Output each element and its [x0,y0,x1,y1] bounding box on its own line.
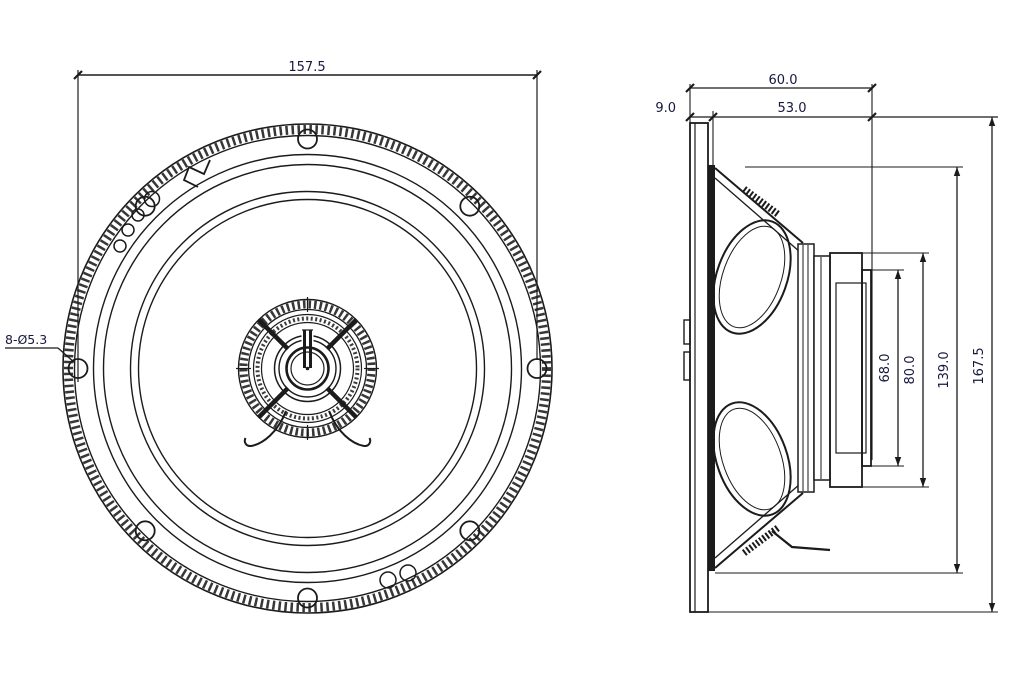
dim-basket-dia: 139.0 [715,166,963,574]
front-view-drawing: 157.5 [5,60,553,614]
basket-front-edge [708,165,715,571]
basket-windows [712,186,831,556]
side-view-drawing: 60.0 9.0 53.0 68.0 80.0 [655,73,998,613]
motor-assembly [797,243,872,493]
mounting-holes [67,128,548,609]
terminal-notch [182,159,211,188]
dim-label-holes-callout: 8-Ø5.3 [5,332,47,347]
dim-label-rear-plate-dia: 68.0 [878,354,893,383]
screw-hole [297,587,318,609]
basket-cone [714,167,804,569]
dim-label-depth: 60.0 [769,73,798,88]
basket-strut-top [741,186,782,218]
dim-label-magnet-dia: 80.0 [903,356,918,385]
flange-plate [683,122,709,613]
dim-label-mounting-depth: 53.0 [778,101,807,116]
center-assembly [236,297,379,448]
screw-hole [297,128,318,150]
dim-overall-width: 157.5 [73,60,542,382]
dim-magnet-dia: 80.0 [862,252,929,488]
dim-label-flange-thickness: 9.0 [655,101,676,116]
pole-piece [835,282,867,454]
tinsel-leads [243,410,372,448]
dim-holes-callout: 8-Ø5.3 [5,332,76,364]
terminal-lug [771,530,831,552]
dim-overall-dia: 167.5 [700,117,998,613]
screw-hole [67,358,89,379]
dome-ticks [236,297,379,440]
dim-rear-plate-dia: 68.0 [871,269,904,467]
dome-spokes [257,318,358,419]
dim-mounting-depth: 9.0 53.0 [655,101,998,165]
dim-label-overall-dia: 167.5 [972,347,987,384]
dim-depth: 60.0 [685,73,877,460]
screw-hole [526,358,548,379]
cone-rings [92,153,523,584]
flange-details [113,159,417,589]
back-plate [861,269,872,467]
screw-hole [134,520,156,542]
dim-label-overall-width: 157.5 [288,60,325,75]
magnet [829,252,863,488]
screw-hole [459,520,481,542]
dim-label-basket-dia: 139.0 [937,351,952,388]
screw-hole [459,195,481,217]
